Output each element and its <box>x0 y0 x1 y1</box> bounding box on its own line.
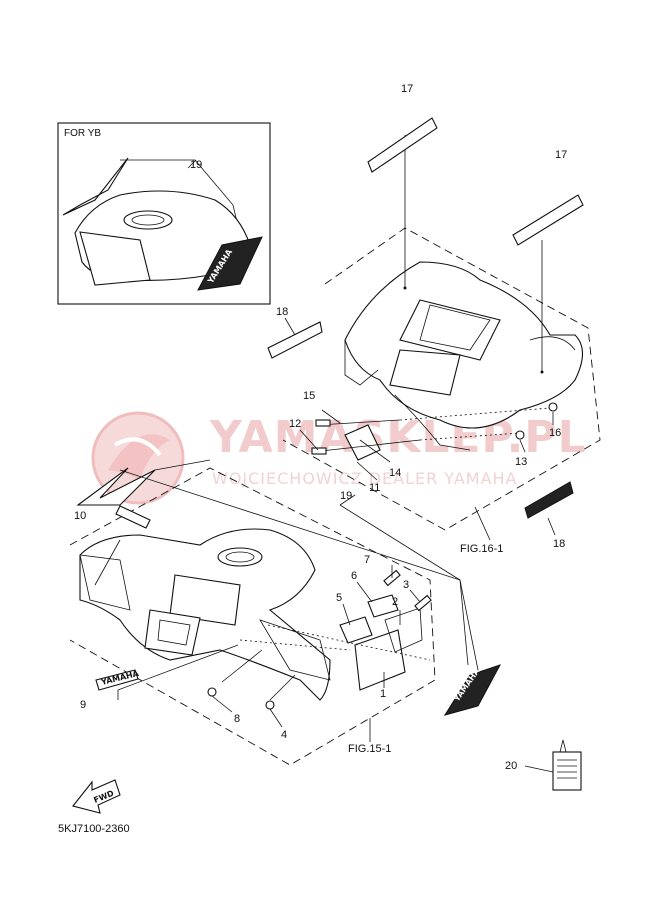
callout-11: 11 <box>369 482 380 494</box>
front-group-outline <box>69 467 436 766</box>
callout-2: 2 <box>392 596 398 608</box>
fwd-arrow: FWD <box>72 779 121 814</box>
tag-20-card <box>552 751 582 791</box>
fig-ref-rear: FIG.16-1 <box>460 543 503 555</box>
plate-5 <box>339 616 373 644</box>
callout-10: 10 <box>74 510 86 522</box>
watermark-brand: YAMASKLEP.PL <box>209 412 587 463</box>
callout-3: 3 <box>403 579 409 591</box>
screw-12 <box>311 447 327 455</box>
callout-9: 9 <box>80 699 86 711</box>
rear-group-outline <box>282 227 601 531</box>
bolt-8 <box>207 687 217 697</box>
callout-18-right: 18 <box>553 538 565 550</box>
callout-19-inset: 19 <box>190 159 202 171</box>
callout-16: 16 <box>549 427 561 439</box>
callout-18-left: 18 <box>276 306 288 318</box>
nut-13 <box>515 430 525 440</box>
plate-6 <box>367 594 399 618</box>
reflector-18-left <box>267 321 323 359</box>
inset-frame <box>57 122 271 305</box>
screw-15 <box>315 419 331 427</box>
callout-8: 8 <box>234 713 240 725</box>
plate-14 <box>344 424 381 461</box>
callout-5: 5 <box>336 592 342 604</box>
callout-6: 6 <box>351 570 357 582</box>
emblem-9 <box>95 669 139 691</box>
fwd-arrow-icon <box>72 779 121 814</box>
callout-1: 1 <box>380 688 386 700</box>
callout-15: 15 <box>303 390 315 402</box>
decal-17-right <box>512 194 584 246</box>
bolt-4 <box>265 700 275 710</box>
inset-for-yb: FOR YB YAMAHA 19 <box>57 122 271 305</box>
inset-small-decal <box>62 157 129 216</box>
callout-20: 20 <box>505 760 517 772</box>
callout-19-center: 19 <box>340 490 352 502</box>
rear-fender-group <box>267 117 601 541</box>
front-fender-group: YAMAHA YAMAHA <box>69 459 502 766</box>
inset-yamaha-decal <box>197 236 263 291</box>
decal-17-upper <box>367 117 438 173</box>
callout-17-upper: 17 <box>401 83 413 95</box>
inset-title: FOR YB <box>64 128 101 139</box>
nut-16 <box>548 402 558 412</box>
callout-17-right: 17 <box>555 149 567 161</box>
callout-4: 4 <box>281 729 287 741</box>
emblem-10 <box>115 505 151 529</box>
callout-14: 14 <box>389 467 401 479</box>
watermark-dealer: WOJCIECHOWICZ DEALER YAMAHA <box>212 469 518 488</box>
callouts: 17 17 18 15 12 16 14 13 11 19 10 18 7 6 … <box>74 83 567 772</box>
decal-19-yamaha <box>443 664 502 716</box>
callout-13: 13 <box>515 456 527 468</box>
callout-7: 7 <box>364 554 370 566</box>
fig-ref-front: FIG.15-1 <box>348 743 391 755</box>
decal-18-right <box>524 481 574 519</box>
tag-20 <box>524 739 582 791</box>
screw-3 <box>414 594 432 612</box>
callout-12: 12 <box>289 418 301 430</box>
decal-10 <box>76 467 156 506</box>
part-code: 5KJ7100-2360 <box>58 823 130 835</box>
plate-1 <box>354 629 406 691</box>
